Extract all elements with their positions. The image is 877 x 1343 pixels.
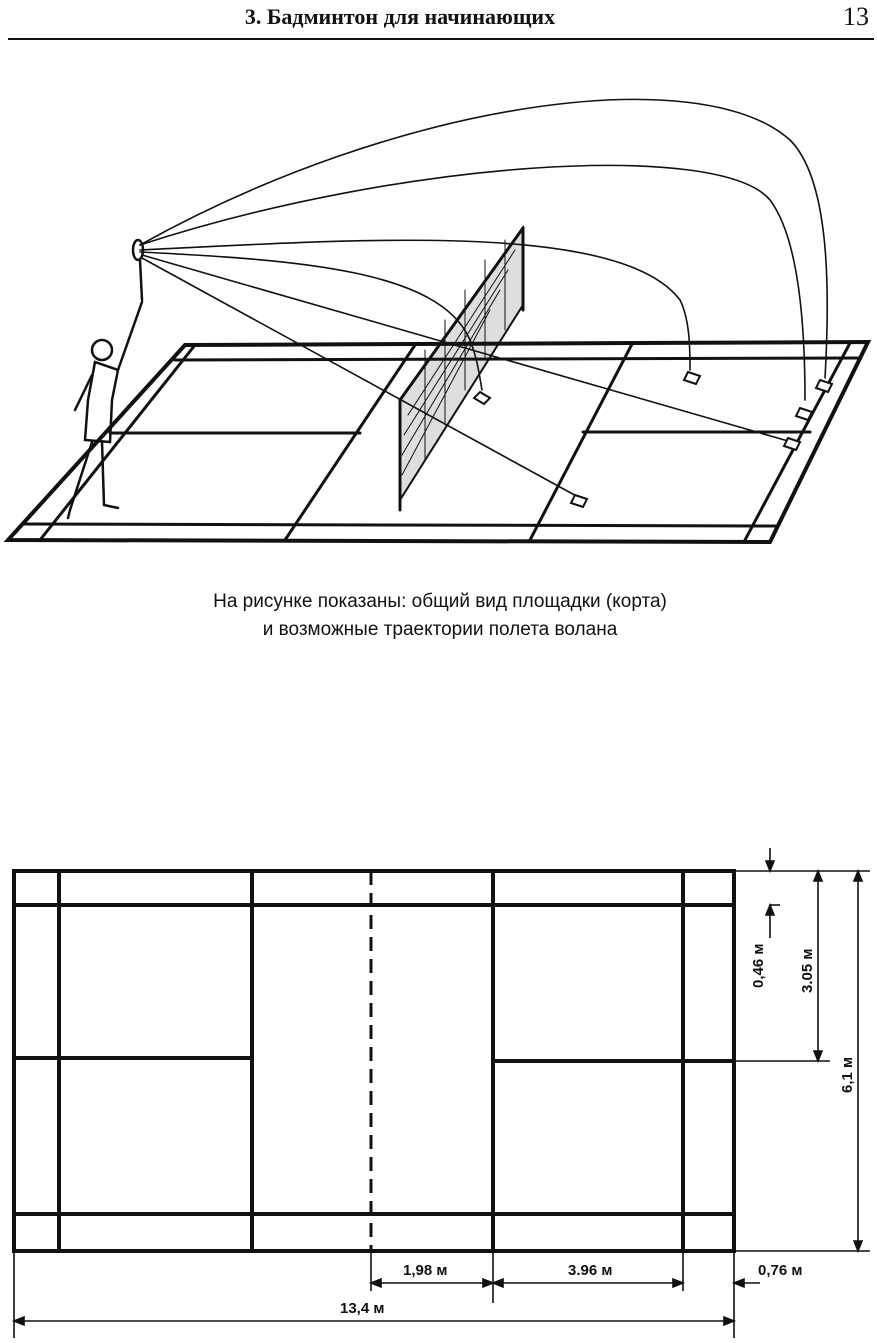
- dim-back-gap: 0,76 м: [758, 1262, 802, 1279]
- dim-full-width: 6,1 м: [839, 1057, 856, 1093]
- caption-line-2: и возможные траектории полета волана: [262, 619, 618, 640]
- shuttles: [472, 370, 834, 509]
- court-perspective-illustration: [3, 98, 872, 545]
- shuttle-trajectories: [139, 98, 829, 499]
- dim-side-alley: 0,46 м: [750, 944, 767, 988]
- court-plan-diagram: 1,98 м 3.96 м 0,76 м 13,4 м 0,46 м 3.05 …: [11, 848, 870, 1338]
- dim-total-length: 13,4 м: [340, 1300, 384, 1317]
- caption-line-1: На рисунке показаны: общий вид площадки …: [213, 591, 667, 612]
- dim-half-width: 3.05 м: [799, 949, 816, 993]
- dim-service-short: 1,98 м: [403, 1262, 447, 1279]
- net: [398, 224, 525, 512]
- figure-caption: На рисунке показаны: общий вид площадки …: [100, 588, 780, 644]
- page-number: 13: [843, 2, 869, 31]
- chapter-title: 3. Бадминтон для начинающих: [244, 4, 556, 29]
- court-outline: [3, 339, 872, 545]
- dim-back-service: 3.96 м: [568, 1262, 612, 1279]
- header-rule: [8, 38, 874, 40]
- page-header: 3. Бадминтон для начинающих 13: [0, 0, 877, 40]
- player-figure: [66, 238, 145, 520]
